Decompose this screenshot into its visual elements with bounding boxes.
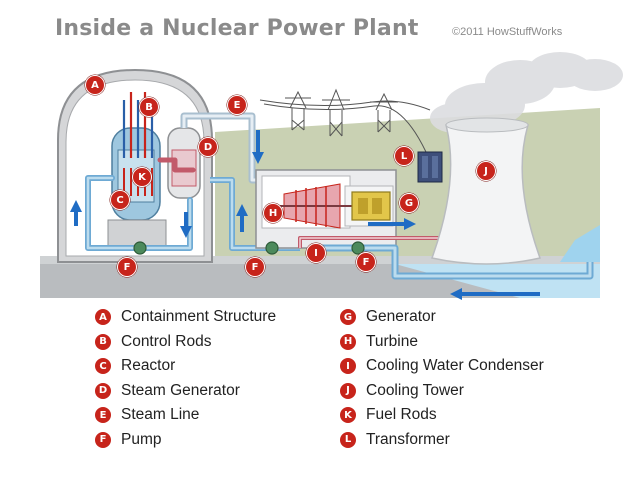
legend-label-d: Steam Generator bbox=[121, 381, 240, 399]
marker-k: K bbox=[132, 167, 152, 187]
legend-item-i: I Cooling Water Condenser bbox=[340, 354, 544, 379]
copyright-notice: ©2011 HowStuffWorks bbox=[452, 26, 563, 38]
legend-badge-c: C bbox=[95, 358, 111, 375]
water-surface bbox=[560, 225, 600, 262]
marker-h: H bbox=[263, 203, 283, 223]
transformer bbox=[417, 151, 443, 183]
page-title: Inside a Nuclear Power Plant bbox=[55, 16, 419, 41]
legend-item-c: C Reactor bbox=[95, 354, 276, 379]
marker-a: A bbox=[85, 75, 105, 95]
marker-d: D bbox=[198, 137, 218, 157]
primary-loop bbox=[85, 157, 196, 251]
marker-f-cooling: F bbox=[356, 252, 376, 272]
legend-badge-k: K bbox=[340, 407, 356, 424]
legend-label-g: Generator bbox=[366, 308, 436, 326]
legend-label-e: Steam Line bbox=[121, 406, 200, 424]
legend-item-g: G Generator bbox=[340, 305, 544, 330]
legend-item-k: K Fuel Rods bbox=[340, 403, 544, 428]
legend-item-f: F Pump bbox=[95, 428, 276, 453]
pump-primary bbox=[133, 241, 147, 255]
legend-item-j: J Cooling Tower bbox=[340, 379, 544, 404]
condenser-pipes bbox=[298, 236, 594, 280]
legend-label-i: Cooling Water Condenser bbox=[366, 357, 544, 375]
legend: A Containment Structure B Control Rods C Re… bbox=[95, 305, 615, 455]
legend-label-k: Fuel Rods bbox=[366, 406, 437, 424]
flow-arrows bbox=[70, 130, 540, 300]
legend-badge-i: I bbox=[340, 358, 356, 375]
legend-label-l: Transformer bbox=[366, 430, 450, 448]
marker-f-primary: F bbox=[117, 257, 137, 277]
legend-badge-h: H bbox=[340, 333, 356, 350]
power-lines bbox=[259, 88, 431, 153]
legend-label-c: Reactor bbox=[121, 357, 176, 375]
legend-label-f: Pump bbox=[121, 430, 162, 448]
legend-item-l: L Transformer bbox=[340, 428, 544, 453]
legend-badge-e: E bbox=[95, 407, 111, 424]
legend-badge-l: L bbox=[340, 431, 356, 448]
marker-j: J bbox=[476, 161, 496, 181]
marker-g: G bbox=[399, 193, 419, 213]
legend-item-b: B Control Rods bbox=[95, 330, 276, 355]
legend-label-j: Cooling Tower bbox=[366, 381, 464, 399]
legend-badge-d: D bbox=[95, 382, 111, 399]
legend-item-d: D Steam Generator bbox=[95, 379, 276, 404]
marker-i: I bbox=[306, 243, 326, 263]
legend-badge-g: G bbox=[340, 309, 356, 326]
legend-item-e: E Steam Line bbox=[95, 403, 276, 428]
plant-illustration bbox=[40, 52, 623, 300]
marker-e: E bbox=[227, 95, 247, 115]
turbine bbox=[276, 183, 352, 229]
legend-badge-j: J bbox=[340, 382, 356, 399]
legend-badge-a: A bbox=[95, 309, 111, 326]
pump-feedwater bbox=[265, 241, 279, 255]
generator bbox=[351, 191, 391, 221]
marker-f-feedwater: F bbox=[245, 257, 265, 277]
legend-badge-b: B bbox=[95, 333, 111, 350]
marker-l: L bbox=[394, 146, 414, 166]
legend-label-h: Turbine bbox=[366, 332, 418, 350]
legend-item-h: H Turbine bbox=[340, 330, 544, 355]
legend-column-right: G Generator H Turbine I Cooling Water Conde… bbox=[340, 305, 544, 452]
steam-cloud bbox=[430, 52, 623, 133]
legend-label-b: Control Rods bbox=[121, 332, 212, 350]
marker-b: B bbox=[139, 97, 159, 117]
legend-badge-f: F bbox=[95, 431, 111, 448]
legend-label-a: Containment Structure bbox=[121, 308, 277, 326]
marker-c: C bbox=[110, 190, 130, 210]
legend-column-left: A Containment Structure B Control Rods C Re… bbox=[95, 305, 276, 452]
cooling-tower bbox=[431, 117, 541, 265]
legend-item-a: A Containment Structure bbox=[95, 305, 276, 330]
